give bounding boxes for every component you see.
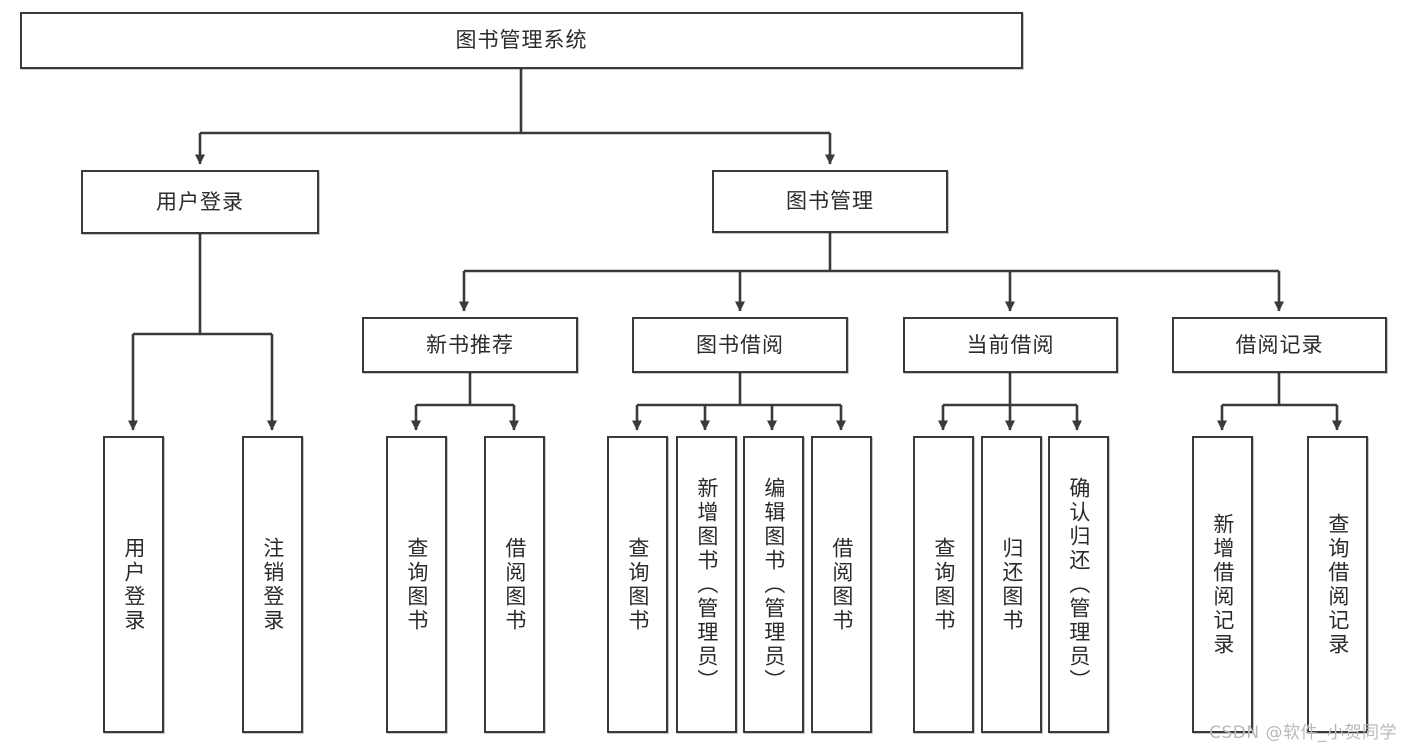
leaf-label: 确认归还（管理员） bbox=[1066, 476, 1091, 693]
leaf-label: 查询图书 bbox=[931, 536, 956, 633]
node-new-book-recommend[interactable]: 新书推荐 bbox=[362, 317, 578, 373]
leaf-label: 借阅图书 bbox=[829, 536, 854, 633]
leaf-user-logout[interactable]: 注销登录 bbox=[242, 436, 303, 733]
leaf-user-login[interactable]: 用户登录 bbox=[103, 436, 164, 733]
leaf-label: 查询图书 bbox=[625, 536, 650, 633]
leaf-borrow-book-recommend[interactable]: 借阅图书 bbox=[484, 436, 545, 733]
node-current-borrow[interactable]: 当前借阅 bbox=[903, 317, 1118, 373]
leaf-label: 新增借阅记录 bbox=[1210, 512, 1235, 657]
leaf-label: 查询借阅记录 bbox=[1325, 512, 1350, 657]
leaf-label: 归还图书 bbox=[999, 536, 1024, 633]
leaf-add-book-admin[interactable]: 新增图书（管理员） bbox=[676, 436, 737, 733]
leaf-edit-book-admin[interactable]: 编辑图书（管理员） bbox=[743, 436, 804, 733]
node-root[interactable]: 图书管理系统 bbox=[20, 12, 1023, 69]
node-book-borrow[interactable]: 图书借阅 bbox=[632, 317, 848, 373]
leaf-query-book-borrow[interactable]: 查询图书 bbox=[607, 436, 668, 733]
leaf-query-book-recommend[interactable]: 查询图书 bbox=[386, 436, 447, 733]
node-user-login[interactable]: 用户登录 bbox=[81, 170, 319, 234]
node-book-manage[interactable]: 图书管理 bbox=[712, 170, 948, 233]
leaf-label: 新增图书（管理员） bbox=[694, 476, 719, 693]
leaf-query-borrow-record[interactable]: 查询借阅记录 bbox=[1307, 436, 1368, 733]
leaf-label: 注销登录 bbox=[260, 536, 285, 633]
leaf-label: 查询图书 bbox=[404, 536, 429, 633]
leaf-add-borrow-record[interactable]: 新增借阅记录 bbox=[1192, 436, 1253, 733]
leaf-borrow-book[interactable]: 借阅图书 bbox=[811, 436, 872, 733]
csdn-watermark: CSDN @软件_小贺同学 bbox=[1209, 723, 1397, 743]
leaf-label: 借阅图书 bbox=[502, 536, 527, 633]
leaf-label: 用户登录 bbox=[121, 536, 146, 633]
leaf-return-book[interactable]: 归还图书 bbox=[981, 436, 1042, 733]
node-borrow-record[interactable]: 借阅记录 bbox=[1172, 317, 1387, 373]
leaf-label: 编辑图书（管理员） bbox=[761, 476, 786, 693]
leaf-confirm-return-admin[interactable]: 确认归还（管理员） bbox=[1048, 436, 1109, 733]
leaf-query-book-current[interactable]: 查询图书 bbox=[913, 436, 974, 733]
